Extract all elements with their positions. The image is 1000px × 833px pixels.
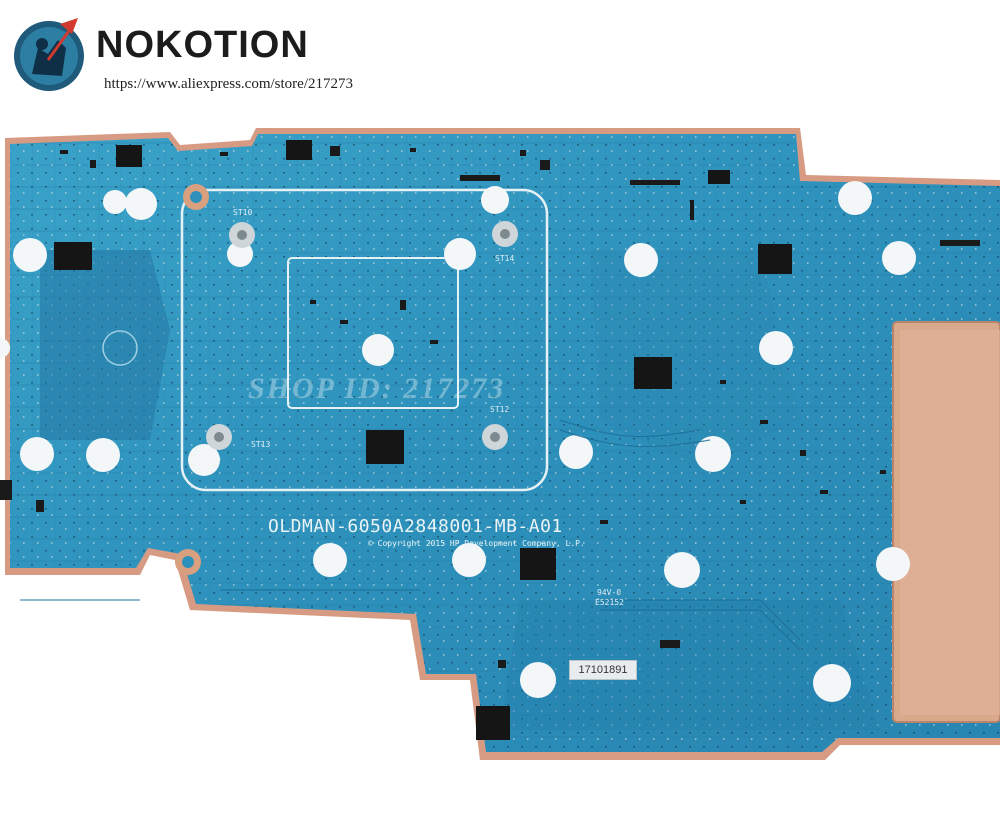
serial-sticker: 17101891 [569, 660, 637, 680]
brand-logo-icon [14, 18, 84, 91]
marking-st13: ST13 [251, 440, 271, 449]
marking-st12: ST12 [490, 405, 510, 414]
marking-st14: ST14 [495, 254, 515, 263]
board-copyright: © Copyright 2015 HP Development Company,… [368, 539, 585, 548]
marking-e-code: E52152 [595, 598, 624, 607]
store-url: https://www.aliexpress.com/store/217273 [104, 76, 353, 92]
shop-watermark: SHOP ID: 217273 [248, 372, 506, 405]
marking-st10: ST10 [233, 208, 253, 217]
brand-name: NOKOTION [96, 24, 309, 66]
board-part-number: OLDMAN-6050A2848001-MB-A01 [268, 516, 563, 537]
store-header: NOKOTION https://www.aliexpress.com/stor… [0, 0, 1000, 110]
marking-ul-code: 94V-0 [597, 588, 622, 597]
